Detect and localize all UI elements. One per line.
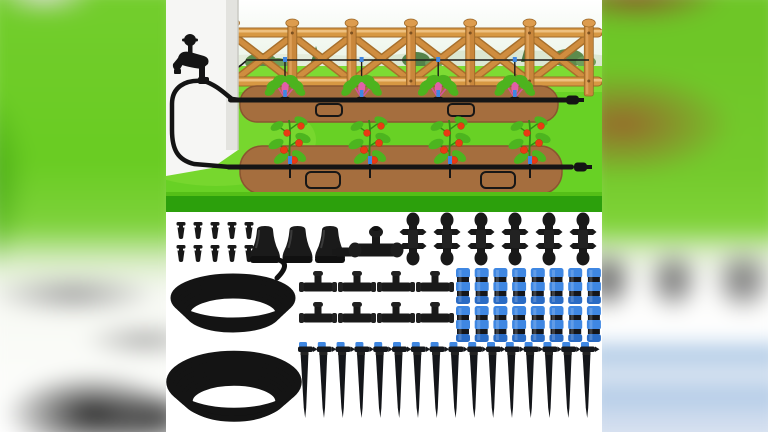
faucet [172, 34, 209, 78]
straight-coupler [568, 306, 583, 342]
end-caps-group [249, 225, 346, 264]
blur-gradient-right [602, 0, 768, 432]
blurred-right-band [602, 0, 768, 432]
straight-coupler [493, 268, 508, 304]
small-tubing-coil [170, 257, 296, 333]
straight-coupler [568, 268, 583, 304]
straight-coupler [530, 268, 545, 304]
garden-bed-2 [226, 113, 592, 195]
fence-post [403, 18, 418, 97]
main-product-panel [166, 0, 602, 432]
garden-illustration [166, 0, 602, 212]
straight-coupler [456, 306, 470, 342]
house-wall [166, 0, 239, 176]
straight-coupler [586, 306, 601, 342]
foreground-grass [166, 192, 602, 212]
blurred-left-band [0, 0, 166, 432]
straight-coupler [512, 306, 527, 342]
straight-coupler [493, 306, 508, 342]
fence-post [463, 18, 478, 97]
large-tubing-coil [166, 350, 302, 422]
straight-coupler [530, 306, 545, 342]
kit-parts-layout [166, 212, 602, 432]
straight-coupler [474, 268, 489, 304]
supply-tubing [169, 71, 243, 170]
straight-coupler [512, 268, 527, 304]
straight-coupler [586, 268, 601, 304]
straight-coupler [549, 268, 564, 304]
straight-coupler [549, 306, 564, 342]
fence-post [581, 18, 596, 97]
straight-coupler [456, 268, 470, 304]
straight-coupler [474, 306, 489, 342]
garden-bed-1 [228, 56, 584, 123]
blur-gradient-left [0, 0, 166, 432]
